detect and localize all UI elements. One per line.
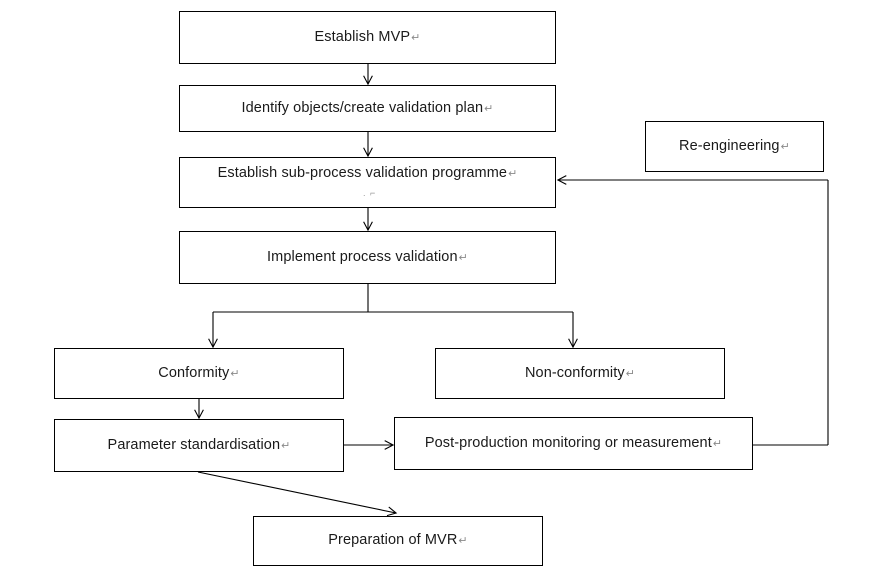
node-implement-process-validation[interactable]: Implement process validation↵	[179, 231, 556, 284]
node-label-parameter-standardisation: Parameter standardisation↵	[107, 436, 291, 453]
pilcrow-mark: ↵	[458, 251, 468, 264]
pilcrow-mark: ↵	[281, 439, 291, 452]
node-label-preparation-of-mvr: Preparation of MVR↵	[328, 532, 468, 549]
node-label-post-production-monitoring: Post-production monitoring or measuremen…	[424, 434, 723, 451]
node-establish-sub-process[interactable]: Establish sub-process validation program…	[179, 157, 556, 208]
node-non-conformity[interactable]: Non-conformity↵	[435, 348, 725, 399]
pilcrow-mark: ↵	[230, 367, 240, 380]
node-re-engineering[interactable]: Re-engineering↵	[645, 121, 824, 172]
node-label-non-conformity: Non-conformity↵	[524, 364, 636, 381]
node-parameter-standardisation[interactable]: Parameter standardisation↵	[54, 419, 344, 472]
edge-parameter-to-mvr	[197, 471, 398, 517]
pilcrow-mark: ↵	[712, 437, 723, 450]
pilcrow-mark: ↵	[411, 31, 421, 44]
node-label-implement-process-validation: Implement process validation↵	[267, 248, 468, 265]
node-label-identify-objects: Identify objects/create validation plan↵	[241, 99, 494, 116]
node-label-establish-sub-process: Establish sub-process validation program…	[217, 165, 518, 181]
pilcrow-mark: ↵	[625, 367, 636, 380]
node-post-production-monitoring[interactable]: Post-production monitoring or measuremen…	[394, 417, 753, 470]
node-label-re-engineering: Re-engineering↵	[679, 137, 790, 154]
edge-feedback-to-subprocess	[556, 175, 829, 446]
node-label-establish-mvp: Establish MVP↵	[314, 28, 421, 45]
node-preparation-of-mvr[interactable]: Preparation of MVR↵	[253, 516, 543, 566]
node-establish-mvp[interactable]: Establish MVP↵	[179, 11, 556, 64]
node-conformity[interactable]: Conformity↵	[54, 348, 344, 399]
stray-second-line-mark: . ⌐	[363, 188, 377, 198]
pilcrow-mark: ↵	[780, 140, 790, 153]
node-identify-objects[interactable]: Identify objects/create validation plan↵	[179, 85, 556, 132]
pilcrow-mark: ↵	[484, 102, 494, 115]
pilcrow-mark: ↵	[458, 535, 468, 548]
edge-implement-split-branch	[208, 284, 578, 349]
node-label-conformity: Conformity↵	[158, 364, 240, 381]
pilcrow-mark: ↵	[508, 168, 518, 180]
